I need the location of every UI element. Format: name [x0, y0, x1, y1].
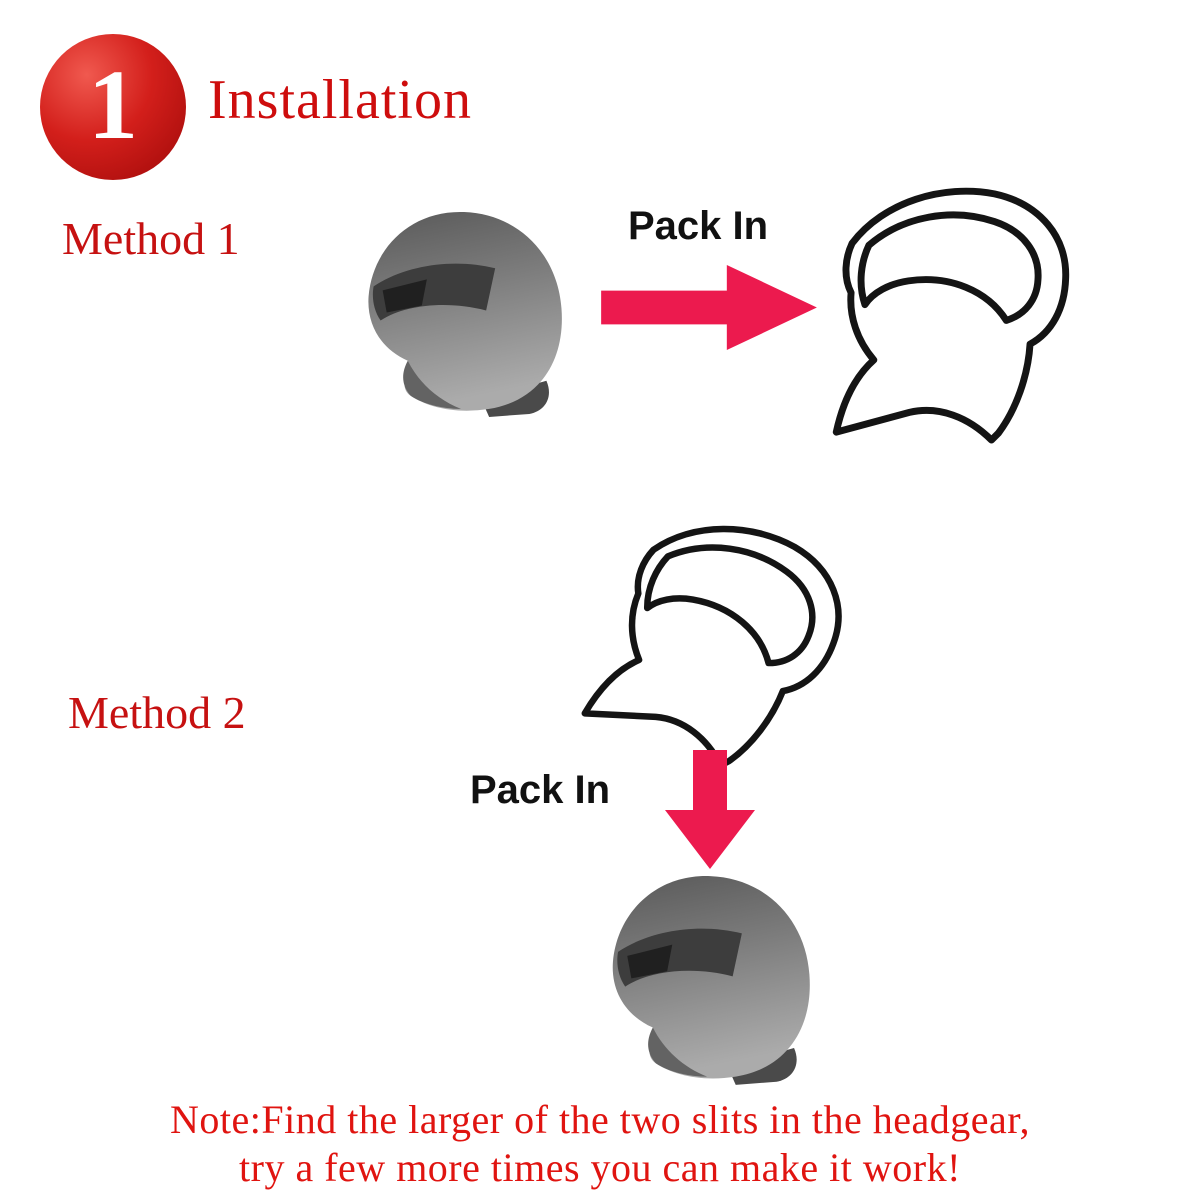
page-title: Installation: [208, 69, 472, 131]
helmet-visor-panel: [382, 279, 427, 313]
method-2-label: Method 2: [68, 687, 246, 738]
helmet-shell: [368, 211, 562, 411]
helmet-headgear-outline-icon: [832, 187, 1070, 444]
full-face-helmet-icon: [612, 876, 810, 1085]
method-1-label: Method 1: [62, 213, 240, 264]
full-face-helmet-icon-method1: [342, 208, 574, 424]
full-face-helmet-icon-method2: [586, 872, 822, 1092]
arrow-down-shape: [665, 750, 755, 869]
arrow-down-icon: [665, 750, 755, 869]
arrow-right-icon: [601, 264, 817, 351]
note-text: Note:Find the larger of the two slits in…: [0, 1096, 1200, 1192]
helmet-headgear-outline-icon: [581, 525, 842, 769]
headgear-outline-icon-method1: [812, 182, 1080, 444]
arrow-right-shape: [601, 264, 817, 351]
pack-in-label-method2: Pack In: [470, 768, 611, 812]
note-line-1: Note:Find the larger of the two slits in…: [169, 1097, 1030, 1142]
step-number: 1: [88, 49, 138, 160]
pack-in-label-method1: Pack In: [628, 204, 769, 248]
helmet-shell: [612, 876, 810, 1079]
headgear-outer-outline: [581, 525, 842, 769]
arrow-right-icon: [600, 260, 820, 355]
headgear-opening-outline: [857, 211, 1042, 324]
step-badge: 1: [40, 34, 186, 180]
full-face-helmet-icon: [368, 211, 562, 417]
helmet-chin-shadow: [403, 360, 462, 409]
note-line-2: try a few more times you can make it wor…: [239, 1145, 961, 1190]
arrow-down-icon: [662, 750, 758, 872]
headgear-opening-outline: [643, 544, 816, 667]
headgear-outline-icon-method2: [560, 483, 874, 794]
helmet-chin-shadow: [648, 1027, 708, 1077]
